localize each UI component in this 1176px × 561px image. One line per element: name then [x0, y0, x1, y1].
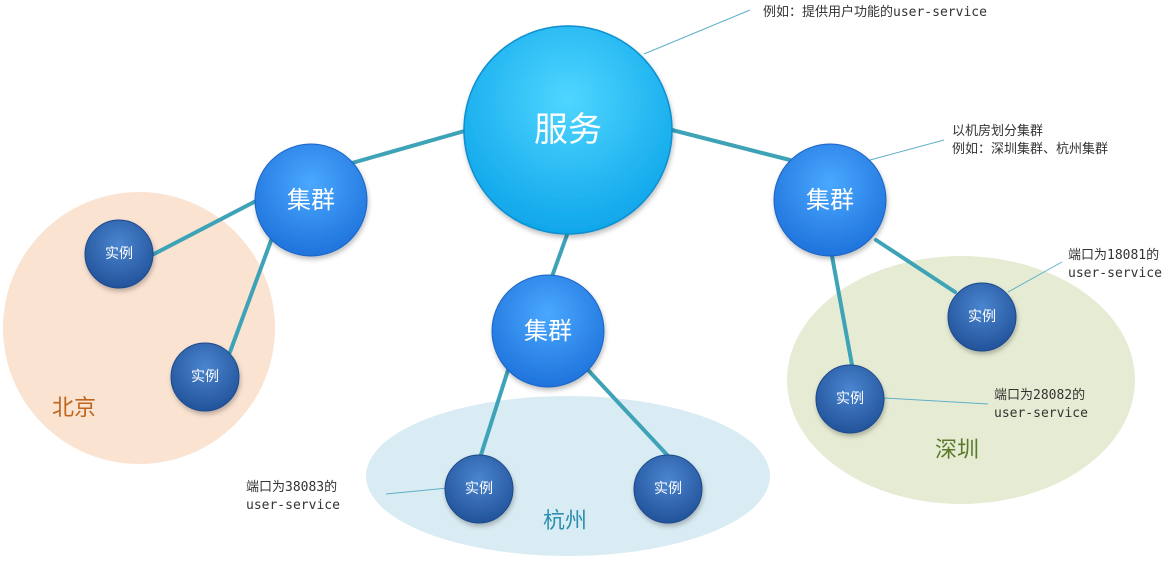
note-port-38083-line2: user-service: [246, 498, 340, 513]
link-cluster-instance-hangzhou-2: [586, 368, 672, 460]
link-service-cluster-hangzhou: [548, 230, 570, 284]
instance-node-shenzhen-2[interactable]: 实例: [815, 364, 885, 434]
instance-label: 实例: [105, 246, 133, 262]
cluster-label: 集群: [806, 186, 854, 214]
note-cluster-line2: 例如：深圳集群、杭州集群: [952, 141, 1108, 157]
link-cluster-instance-beijing-1: [152, 198, 260, 256]
callout-service: [643, 9, 751, 55]
region-shenzhen-area: [787, 256, 1135, 504]
service-node[interactable]: 服务: [463, 25, 673, 235]
link-cluster-instance-shenzhen-1: [874, 238, 957, 294]
link-cluster-instance-beijing-2: [228, 236, 274, 354]
region-label-shenzhen: 深圳: [935, 438, 979, 463]
note-cluster-line1: 以机房划分集群: [952, 123, 1043, 139]
region-label-beijing: 北京: [52, 396, 96, 421]
callout-port-38083: [385, 487, 449, 495]
instance-label: 实例: [465, 481, 493, 497]
note-port-18081-line1: 端口为18081的: [1068, 247, 1159, 263]
cluster-node-shenzhen[interactable]: 集群: [773, 143, 887, 257]
note-service: 例如：提供用户功能的user-service: [763, 4, 987, 20]
link-service-cluster-beijing: [350, 128, 470, 165]
instance-node-hangzhou-2[interactable]: 实例: [633, 454, 703, 524]
link-cluster-instance-hangzhou-1: [478, 368, 510, 460]
instance-node-shenzhen-1[interactable]: 实例: [947, 282, 1017, 352]
instance-label: 实例: [968, 309, 996, 325]
region-label-hangzhou: 杭州: [543, 509, 587, 534]
note-port-18081-line2: user-service: [1068, 266, 1162, 281]
instance-node-beijing-2[interactable]: 实例: [170, 342, 240, 412]
instance-label: 实例: [654, 481, 682, 497]
cluster-node-hangzhou[interactable]: 集群: [491, 274, 605, 388]
connection-lines: [152, 128, 957, 460]
cluster-label: 集群: [524, 317, 572, 345]
callout-port-28082: [883, 397, 989, 405]
link-cluster-instance-shenzhen-2: [830, 254, 854, 367]
cluster-node-beijing[interactable]: 集群: [254, 143, 368, 257]
note-port-28082-line1: 端口为28082的: [994, 387, 1085, 403]
cluster-label: 集群: [287, 186, 335, 214]
instance-node-beijing-1[interactable]: 实例: [84, 219, 154, 289]
callout-lines: [385, 9, 1063, 495]
instance-label: 实例: [191, 369, 219, 385]
note-port-28082-line2: user-service: [994, 406, 1088, 421]
service-label: 服务: [534, 110, 602, 150]
link-service-cluster-shenzhen: [670, 128, 792, 162]
instance-node-hangzhou-1[interactable]: 实例: [444, 454, 514, 524]
callout-port-18081: [1007, 261, 1063, 293]
note-port-38083-line1: 端口为38083的: [246, 479, 337, 495]
instance-label: 实例: [836, 391, 864, 407]
callout-cluster: [869, 139, 945, 161]
